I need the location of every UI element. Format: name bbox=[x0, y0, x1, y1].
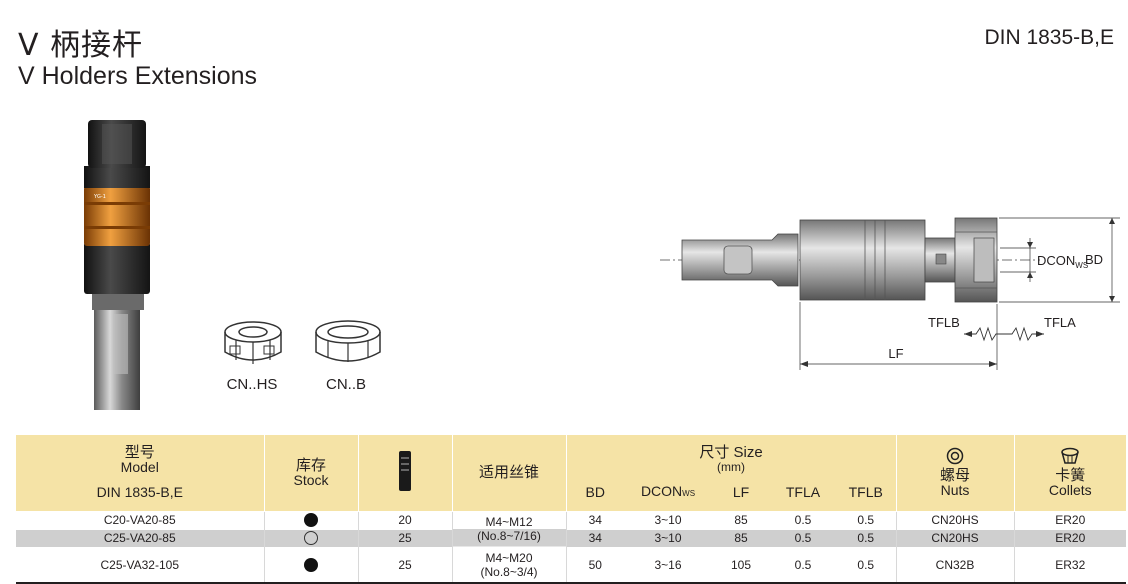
page-title-en: V Holders Extensions bbox=[18, 62, 258, 90]
standard-label: DIN 1835-B,E bbox=[984, 26, 1114, 49]
cell-thread: M4~M20 (No.8~3/4) bbox=[451, 546, 566, 584]
cell-qty: 25 bbox=[357, 528, 452, 547]
collets-header-cn: 卡簧 bbox=[1055, 467, 1086, 485]
cell-collet: ER20 bbox=[1013, 510, 1126, 529]
model-header: 型号 Model bbox=[16, 435, 264, 475]
model-header-en: Model bbox=[120, 459, 159, 475]
cell-lf: 85 bbox=[712, 528, 770, 547]
cell-dcon: 3~10 bbox=[624, 510, 712, 529]
cell-model: C20-VA20-85 bbox=[16, 510, 264, 529]
cell-thread-imperial: (No.8~7/16) bbox=[477, 529, 541, 543]
collets-header-en: Collets bbox=[1048, 482, 1092, 499]
stock-header-cn: 库存 bbox=[295, 456, 326, 474]
cell-stock bbox=[263, 528, 358, 547]
nuts-header-en: Nuts bbox=[940, 482, 970, 499]
page-title-cn: V 柄接杆 bbox=[18, 28, 144, 63]
tap-icon bbox=[399, 451, 411, 492]
cell-thread: M4~M12 (No.8~7/16) bbox=[451, 510, 566, 547]
cell-lf: 85 bbox=[712, 510, 770, 529]
cell-collet: ER20 bbox=[1013, 528, 1126, 547]
nut-hs-icon bbox=[224, 321, 282, 364]
cell-dcon: 3~16 bbox=[624, 546, 712, 584]
nut-icon bbox=[946, 448, 964, 465]
cell-stock bbox=[263, 510, 358, 529]
cell-bd: 34 bbox=[565, 528, 624, 547]
cell-dcon: 3~10 bbox=[624, 528, 712, 547]
cell-collet: ER32 bbox=[1013, 546, 1126, 584]
cell-stock bbox=[263, 546, 358, 584]
nut-b-icon bbox=[315, 320, 381, 362]
tfla-label: TFLA bbox=[1044, 315, 1076, 330]
bd-label: BD bbox=[1085, 252, 1103, 267]
cell-model: C25-VA20-85 bbox=[16, 528, 264, 547]
cell-thread-metric: M4~M12 bbox=[485, 515, 533, 529]
cell-tflb: 0.5 bbox=[836, 510, 896, 529]
model-header-cn: 型号 bbox=[124, 444, 155, 461]
tap-header bbox=[357, 435, 452, 511]
col-dcon: DCONWS bbox=[624, 475, 712, 511]
stock-header-en: Stock bbox=[293, 471, 329, 488]
col-dcon-text: DCON bbox=[640, 483, 683, 500]
lf-label: LF bbox=[888, 346, 903, 361]
cell-bd: 34 bbox=[565, 510, 624, 529]
size-header: 尺寸 Size (mm) bbox=[565, 435, 896, 475]
size-header-en: Size bbox=[733, 444, 763, 461]
tflb-label: TFLB bbox=[928, 315, 960, 330]
stock-full-icon bbox=[304, 513, 318, 528]
thread-header: 适用丝锥 bbox=[451, 435, 566, 511]
cell-tflb: 0.5 bbox=[836, 528, 896, 547]
cell-qty: 25 bbox=[357, 546, 452, 584]
cell-tfla: 0.5 bbox=[770, 510, 836, 529]
cell-thread-imperial: (No.8~3/4) bbox=[480, 564, 538, 579]
col-lf: LF bbox=[712, 475, 770, 511]
cell-tflb: 0.5 bbox=[836, 546, 896, 584]
cell-tfla: 0.5 bbox=[770, 546, 836, 584]
col-bd: BD bbox=[565, 475, 624, 511]
cell-qty: 20 bbox=[357, 510, 452, 529]
cell-model: C25-VA32-105 bbox=[16, 546, 264, 584]
table-row: C25-VA20-85 25 34 3~10 85 0.5 0.5 CN20HS… bbox=[16, 528, 1126, 547]
spec-table: 型号 Model 库存 Stock 适用丝锥 尺寸 Size (mm bbox=[16, 435, 1126, 584]
model-std-header: DIN 1835-B,E bbox=[16, 475, 264, 511]
cell-lf: 105 bbox=[712, 546, 770, 584]
cell-nut: CN20HS bbox=[895, 510, 1014, 529]
size-header-cn: 尺寸 bbox=[699, 444, 730, 461]
technical-drawing: DCONWS BD TFLB TFLA LF bbox=[660, 217, 1120, 370]
stock-full-icon bbox=[304, 558, 318, 573]
col-dcon-sub: WS bbox=[682, 489, 696, 499]
thread-header-cn: 适用丝锥 bbox=[478, 464, 539, 482]
nuts-header: 螺母 Nuts bbox=[895, 435, 1014, 511]
col-tflb: TFLB bbox=[836, 475, 896, 511]
col-tfla: TFLA bbox=[770, 475, 836, 511]
cell-thread-metric: M4~M20 bbox=[485, 550, 533, 565]
nut-b-label: CN..B bbox=[325, 376, 366, 393]
cell-bd: 50 bbox=[565, 546, 624, 584]
stock-empty-icon bbox=[304, 531, 318, 546]
cell-nut: CN32B bbox=[895, 546, 1014, 584]
nuts-header-cn: 螺母 bbox=[939, 467, 970, 485]
collets-header: 卡簧 Collets bbox=[1013, 435, 1126, 511]
stock-header: 库存 Stock bbox=[263, 435, 358, 511]
table-row: C25-VA32-105 25 M4~M20 (No.8~3/4) 50 3~1… bbox=[16, 546, 1126, 584]
cell-tfla: 0.5 bbox=[770, 528, 836, 547]
size-unit: (mm) bbox=[717, 460, 745, 474]
nut-hs-label: CN..HS bbox=[226, 376, 278, 393]
dcon-label: DCONWS bbox=[1037, 253, 1088, 270]
table-row: C20-VA20-85 20 M4~M12 (No.8~7/16) 34 3~1… bbox=[16, 510, 1126, 547]
product-photo: YG-1 bbox=[84, 120, 150, 410]
collet-icon bbox=[1061, 448, 1079, 464]
svg-text:YG-1: YG-1 bbox=[93, 194, 106, 200]
cell-nut: CN20HS bbox=[895, 528, 1014, 547]
